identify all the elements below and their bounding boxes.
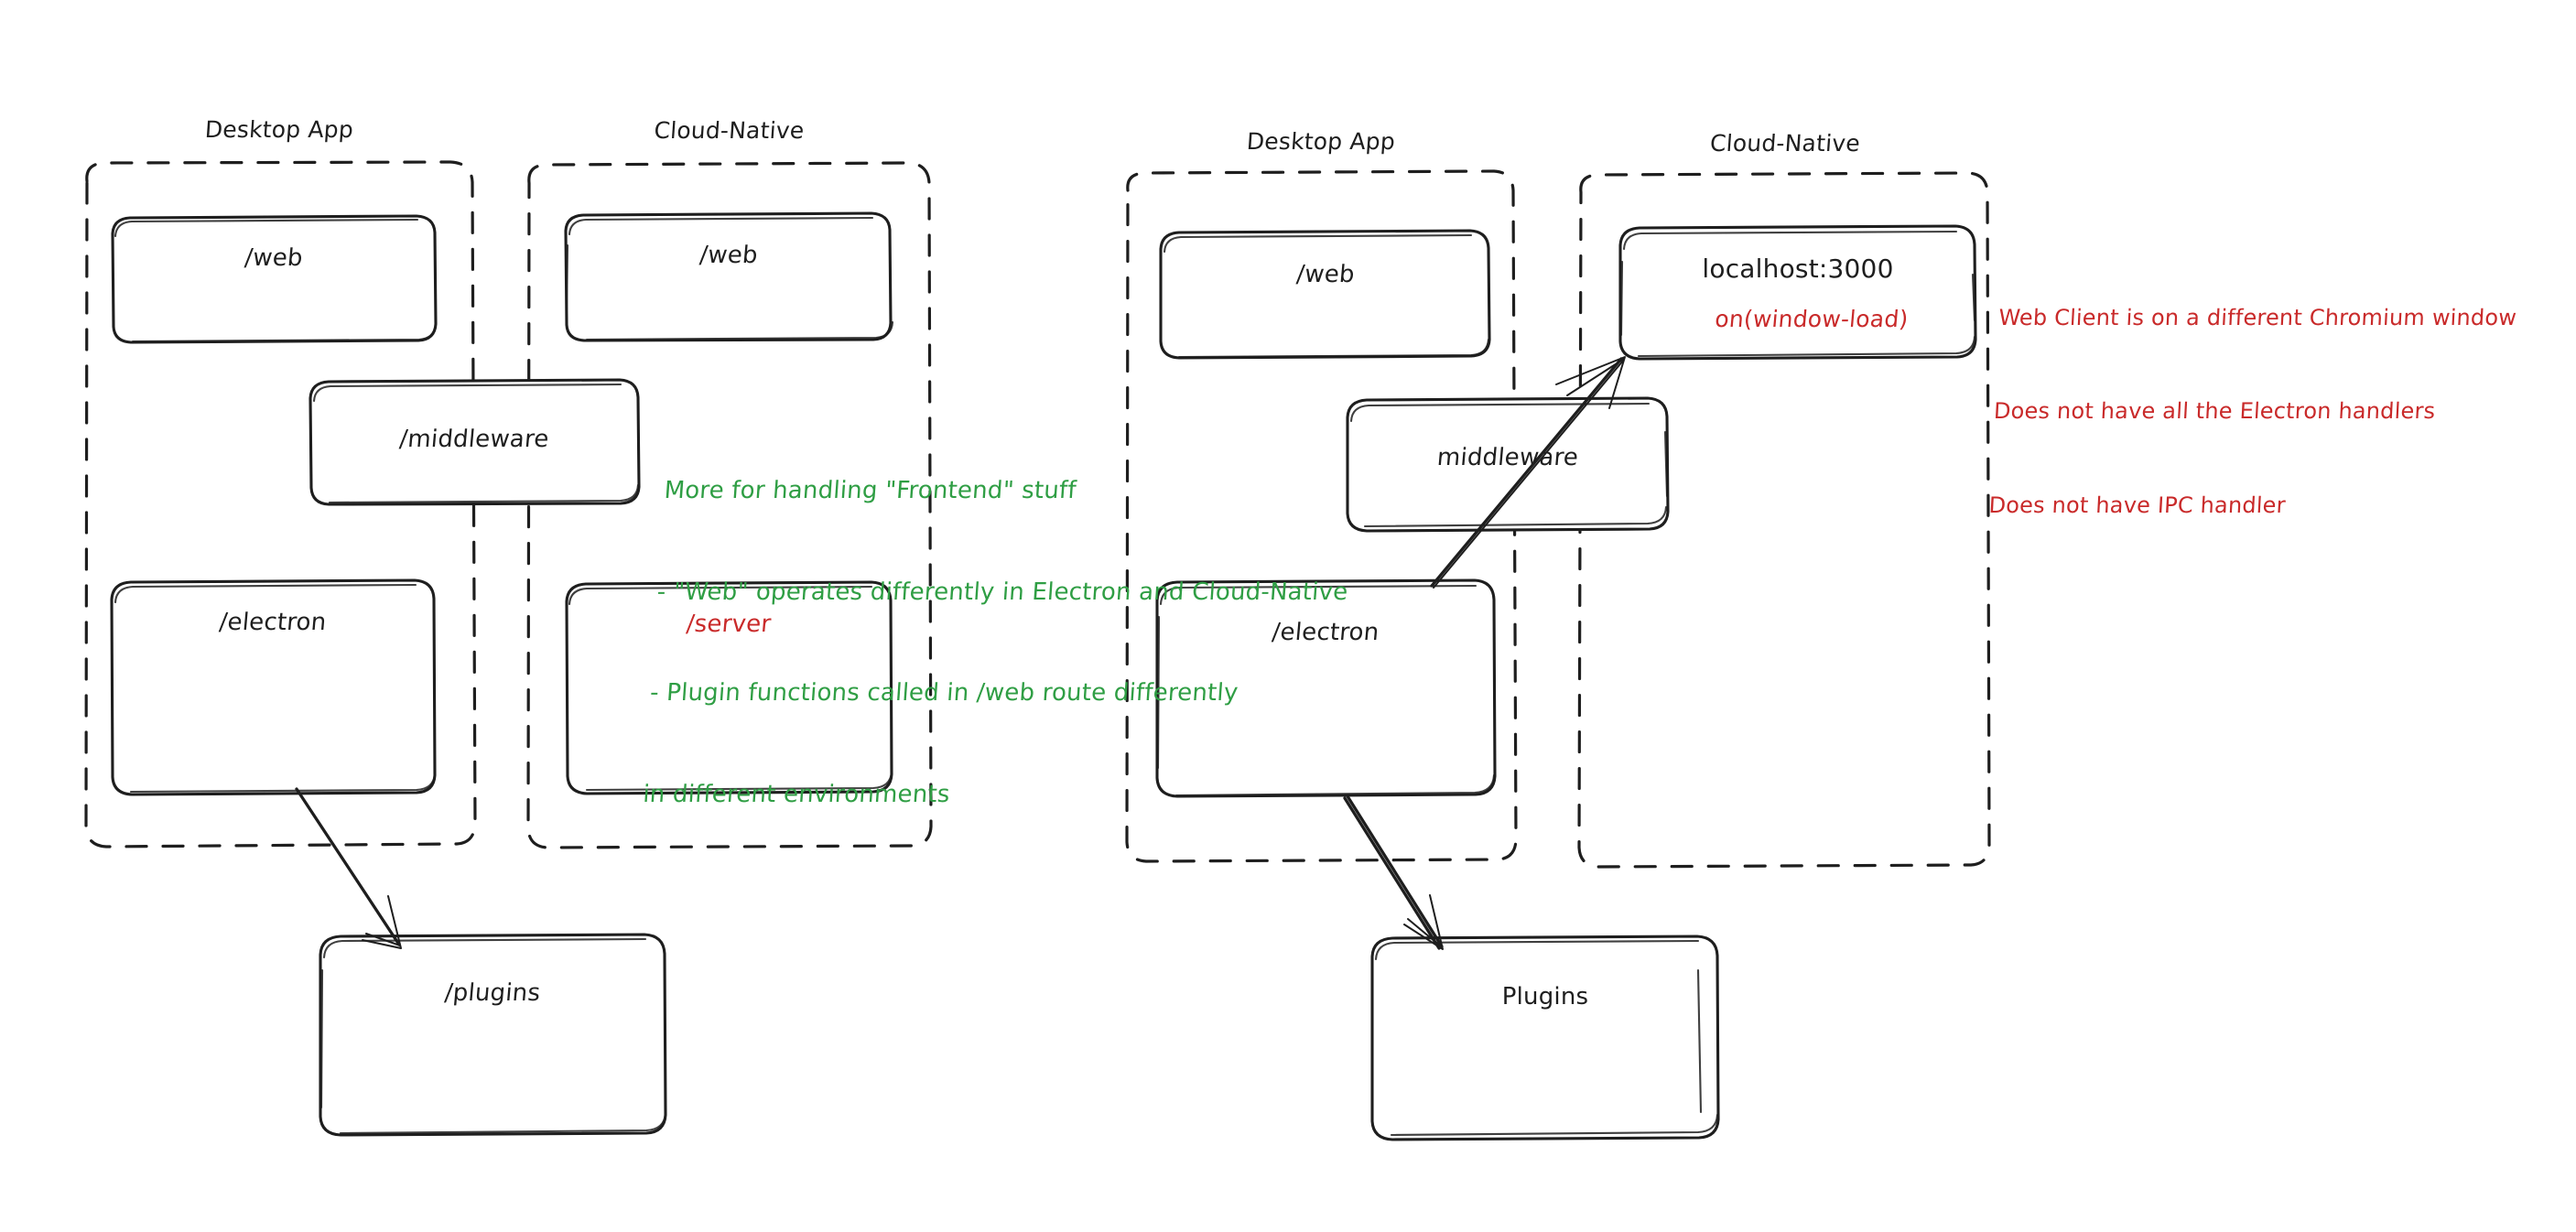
node-right-plugins[interactable]: [1370, 935, 1720, 1141]
arrow-right-electron-to-plugins: [1343, 794, 1444, 950]
node-left-desktop-web[interactable]: [111, 214, 438, 344]
node-label-right-middleware: middleware: [1435, 444, 1580, 471]
node-label-left-cloud-web: /web: [698, 242, 759, 269]
group-frame-left-cloud-native: [526, 161, 933, 849]
group-label-left-cloud-native: Cloud-Native: [653, 117, 806, 144]
node-left-plugins[interactable]: [319, 933, 667, 1137]
group-frame-right-desktop-app: [1125, 169, 1518, 863]
node-left-middleware[interactable]: [308, 378, 641, 506]
node-label-left-desktop-web: /web: [244, 244, 304, 272]
annotation-red-note: Web Client is on a different Chromium wi…: [1985, 240, 2571, 583]
group-frame-left-desktop-app: [84, 160, 477, 848]
annotation-green-line-2: - "Web" operates differently in Electron…: [655, 578, 1349, 606]
node-left-cloud-web[interactable]: [564, 211, 894, 342]
node-label-right-desktop-web: /web: [1295, 261, 1356, 288]
node-sublabel-right-localhost-on-window-load: on(window-load): [1714, 306, 1910, 332]
annotation-red-line-2: Does not have all the Electron handlers: [1993, 398, 2436, 425]
node-label-left-desktop-electron: /electron: [218, 609, 328, 636]
group-label-right-cloud-native: Cloud-Native: [1709, 130, 1861, 157]
node-label-left-plugins: /plugins: [443, 979, 542, 1007]
node-label-right-plugins: Plugins: [1501, 983, 1589, 1010]
group-frame-right-cloud-native: [1577, 171, 1991, 869]
arrow-right-electron-to-localhost: [1430, 356, 1626, 589]
annotation-red-line-1: Web Client is on a different Chromium wi…: [1997, 305, 2517, 331]
group-label-right-desktop-app: Desktop App: [1245, 128, 1397, 155]
node-left-desktop-electron[interactable]: [110, 578, 437, 796]
node-right-middleware[interactable]: [1346, 396, 1670, 533]
arrow-left-electron-to-plugins: [295, 787, 402, 949]
node-label-right-localhost: localhost:3000: [1702, 254, 1894, 284]
node-label-right-desktop-electron: /electron: [1271, 619, 1380, 646]
annotation-green-line-1: More for handling "Frontend" stuff: [663, 476, 1077, 504]
node-left-cloud-server[interactable]: [565, 580, 893, 795]
group-label-left-desktop-app: Desktop App: [203, 116, 355, 143]
annotation-green-line-4: in different environments: [642, 780, 951, 808]
node-right-localhost[interactable]: [1618, 224, 1977, 361]
annotation-green-line-3: - Plugin functions called in /web route …: [649, 679, 1239, 708]
node-right-desktop-electron[interactable]: [1155, 578, 1497, 798]
annotation-red-line-3: Does not have IPC handler: [1987, 492, 2287, 518]
node-right-desktop-web[interactable]: [1159, 229, 1491, 360]
node-label-left-middleware: /middleware: [398, 426, 550, 453]
